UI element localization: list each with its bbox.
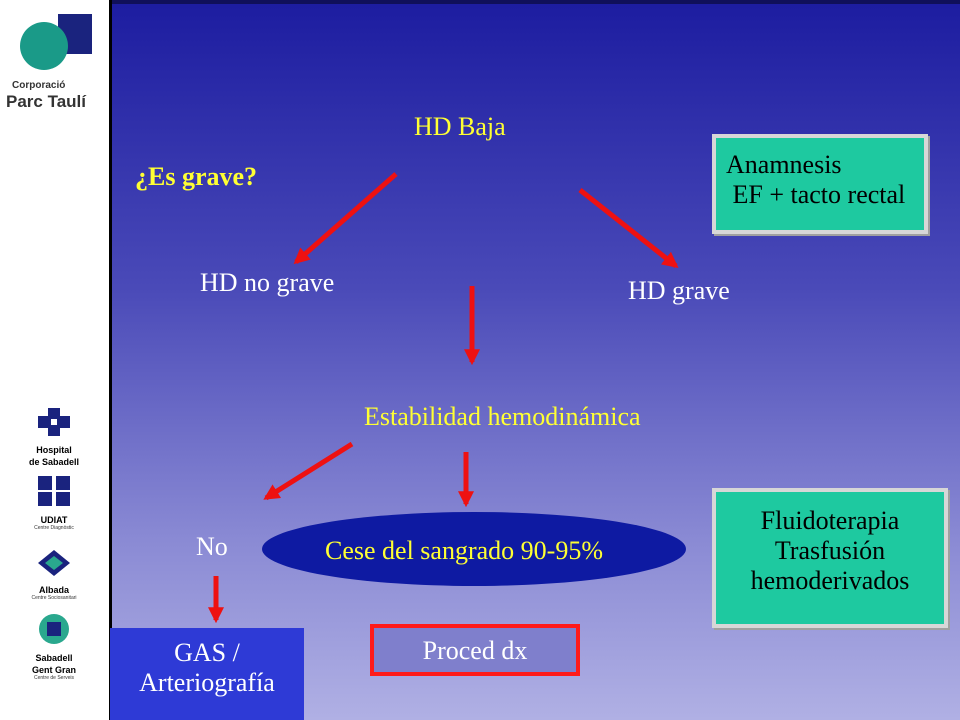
gas-line2: Arteriografía <box>139 668 275 697</box>
gent-gran-line2: Gent Gran <box>31 665 76 675</box>
sabadell-gent-gran-logo: Sabadell Gent Gran Centre de Serveis <box>18 612 90 681</box>
gent-gran-circle-icon <box>39 614 69 644</box>
gent-gran-sub: Centre de Serveis <box>33 675 75 681</box>
fluido-line2: Trasfusión <box>774 536 886 565</box>
gas-line1: GAS / <box>174 638 240 667</box>
node-hd-no-grave: HD no grave <box>200 268 335 297</box>
udiat-grid-icon <box>38 476 70 506</box>
node-hd-baja: HD Baja <box>414 112 506 141</box>
proced-label: Proced dx <box>422 636 528 665</box>
albada-logo: Albada Centre Sociosanitari <box>18 548 90 601</box>
hospital-cross-icon <box>38 408 70 436</box>
fluido-line3: hemoderivados <box>750 566 910 595</box>
logo-line2: Parc Taulí <box>6 92 86 111</box>
cese-ellipse <box>262 512 686 586</box>
question-es-grave: ¿Es grave? <box>135 162 258 191</box>
corporacio-logo-icon <box>20 14 92 70</box>
anamnesis-line2: EF + tacto rectal <box>726 180 906 209</box>
arrow-to-grave <box>578 188 679 268</box>
albada-sub: Centre Sociosanitari <box>31 595 77 601</box>
gent-gran-line1: Sabadell <box>35 653 73 663</box>
arrow-to-no <box>263 441 354 501</box>
top-border <box>112 0 960 4</box>
hospital-line1: Hospital <box>36 445 72 455</box>
albada-line1: Albada <box>38 585 69 595</box>
udiat-sub: Centre Diagnòstic <box>34 525 74 531</box>
udiat-line1: UDIAT <box>40 515 68 525</box>
node-estabilidad: Estabilidad hemodinámica <box>364 402 641 431</box>
proced-dx-box: Proced dx <box>370 624 580 676</box>
fluido-line1: Fluidoterapia <box>760 506 900 535</box>
udiat-logo: UDIAT Centre Diagnòstic <box>18 474 90 531</box>
node-cese-sangrado: Cese del sangrado 90-95% <box>325 536 603 565</box>
sidebar: Corporació Parc Taulí Hospital de Sabade… <box>0 0 112 720</box>
hospital-sabadell-logo: Hospital de Sabadell <box>18 406 90 467</box>
node-no: No <box>196 532 228 561</box>
gas-arteriografia-box: GAS / Arteriografía <box>110 628 304 720</box>
hospital-line2: de Sabadell <box>28 457 80 467</box>
anamnesis-line1: Anamnesis <box>726 150 842 179</box>
fluidoterapia-box: Fluidoterapia Trasfusión hemoderivados <box>712 488 948 628</box>
albada-diamond-icon <box>38 550 70 576</box>
anamnesis-box: Anamnesis EF + tacto rectal <box>712 134 928 234</box>
arrow-to-no-grave <box>293 172 398 265</box>
node-hd-grave: HD grave <box>628 276 730 305</box>
logo-line1: Corporació <box>12 80 66 91</box>
